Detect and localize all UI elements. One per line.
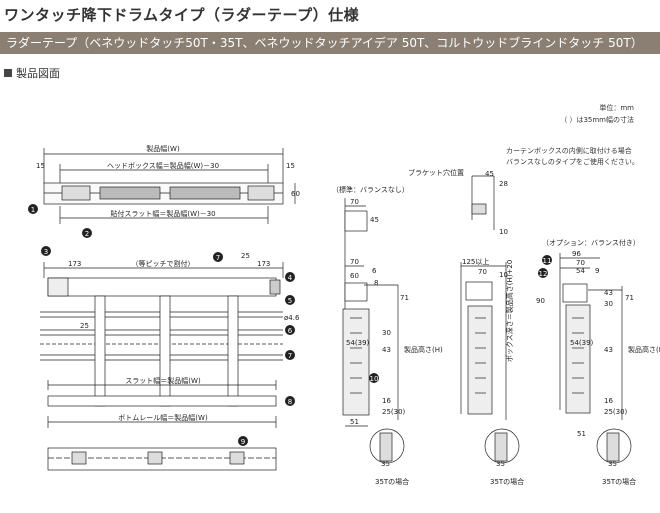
callout-8: 8 xyxy=(288,398,292,406)
square-bullet-icon xyxy=(4,69,12,77)
slat-attach-width-label: 貼付スラット幅＝製品幅(W)－30 xyxy=(110,209,215,218)
bkt-case-label: 35Tの場合 xyxy=(490,477,524,486)
bkt-dim-45: 45 xyxy=(485,170,494,178)
dim-15-left: 15 xyxy=(36,162,45,170)
slat-width-label: スラット幅＝製品幅(W) xyxy=(125,376,201,385)
std-dim-70b: 70 xyxy=(350,258,359,266)
callout-2: 2 xyxy=(85,230,89,238)
std-dim-6: 6 xyxy=(372,267,377,275)
section-label: 製品図面 xyxy=(16,67,60,80)
dim-15-right: 15 xyxy=(286,162,295,170)
bkt-dim-70: 70 xyxy=(478,268,487,276)
curtain-box-note: カーテンボックスの内側に取付ける場合 バランスなしのタイプをご使用ください。 xyxy=(506,146,639,168)
dim-173-left: 173 xyxy=(68,260,81,268)
dim-phi: ø4.6 xyxy=(284,314,300,322)
bkt-dim-10a: 10 xyxy=(499,228,508,236)
bkt-dim-28: 28 xyxy=(499,180,508,188)
unit-note-block: 単位：mm （ ）は35mm幅の寸法 xyxy=(560,102,634,126)
dim-60: 60 xyxy=(291,190,300,198)
bkt-dim-10b: 10 xyxy=(499,271,508,279)
val-dim-9: 9 xyxy=(595,267,599,275)
val-dim-35: 35 xyxy=(608,460,617,468)
val-height-label: 製品高さ(H) xyxy=(628,345,660,354)
dim-25-mid: 25 xyxy=(80,322,89,330)
std-dim-16: 16 xyxy=(382,397,391,405)
callout-7b: 7 xyxy=(288,352,292,360)
bkt-height-label: ボックス深さ＝製品高さ(H)+20 xyxy=(505,260,514,362)
section-heading: 製品図面 xyxy=(4,65,60,81)
std-dim-70a: 70 xyxy=(350,198,359,206)
val-dim-43a: 43 xyxy=(604,289,613,297)
bracket-label: ブラケット穴位置 xyxy=(408,168,464,177)
callout-markers: 1 2 3 4 5 6 7 7 8 9 10 11 12 xyxy=(28,204,552,446)
headbox-width-label: ヘッドボックス幅＝製品幅(W)－30 xyxy=(107,161,219,170)
val-dim-16: 16 xyxy=(604,397,613,405)
std-dim-60: 60 xyxy=(350,272,359,280)
val-dim-30: 30 xyxy=(604,300,613,308)
side-view-valance xyxy=(559,253,632,464)
callout-12: 12 xyxy=(539,270,548,278)
front-view xyxy=(40,148,296,471)
callout-3: 3 xyxy=(44,248,48,256)
callout-11: 11 xyxy=(543,257,552,265)
std-dim-25: 25(30) xyxy=(382,408,406,416)
std-height-label: 製品高さ(H) xyxy=(404,345,443,354)
val-dim-90: 90 xyxy=(536,297,545,305)
standard-label: （標準：バランスなし） xyxy=(332,185,409,194)
dim-25-top: 25 xyxy=(241,252,250,260)
val-dim-51: 51 xyxy=(577,430,586,438)
val-dim-25: 25(30) xyxy=(604,408,628,416)
callout-4: 4 xyxy=(288,274,293,282)
val-dim-54a: 54 xyxy=(576,267,585,275)
callout-9: 9 xyxy=(241,438,245,446)
valance-label: （オプション：バランス付き） xyxy=(542,238,640,247)
val-case-label: 35Tの場合 xyxy=(602,477,636,486)
std-dim-51: 51 xyxy=(350,418,359,426)
side-view-standard xyxy=(342,198,405,464)
bkt-dim-125: 125以上 xyxy=(462,257,489,266)
callout-1: 1 xyxy=(31,206,35,214)
std-dim-35: 35 xyxy=(381,460,390,468)
std-dim-54: 54(39) xyxy=(346,339,370,347)
bkt-dim-35: 35 xyxy=(496,460,505,468)
callout-7a: 7 xyxy=(216,254,220,262)
std-dim-43: 43 xyxy=(382,346,391,354)
curtain-note-line-2: バランスなしのタイプをご使用ください。 xyxy=(506,158,639,166)
std-dim-71: 71 xyxy=(400,294,409,302)
std-case-label: 35Tの場合 xyxy=(375,477,409,486)
bottom-rail-width-label: ボトムレール幅＝製品幅(W) xyxy=(118,413,208,422)
val-dim-70: 70 xyxy=(576,259,585,267)
std-dim-45: 45 xyxy=(370,216,379,224)
unit-note: 単位：mm xyxy=(599,104,634,112)
side-view-bracket xyxy=(460,175,520,464)
page-title: ワンタッチ降下ドラムタイプ（ラダーテープ）仕様 xyxy=(4,6,360,24)
val-dim-54b: 54(39) xyxy=(570,339,594,347)
val-dim-43b: 43 xyxy=(604,346,613,354)
product-subtitle-bar: ラダーテープ（ベネウッドタッチ50T・35T、ベネウッドタッチアイデア 50T、… xyxy=(0,32,660,54)
std-dim-30: 30 xyxy=(382,329,391,337)
paren-note: （ ）は35mm幅の寸法 xyxy=(560,116,634,124)
callout-6: 6 xyxy=(288,327,293,335)
equal-pitch-label: （等ピッチで割付） xyxy=(132,259,195,268)
std-dim-8: 8 xyxy=(374,279,378,287)
dim-173-right: 173 xyxy=(257,260,270,268)
val-dim-96: 96 xyxy=(572,250,581,258)
curtain-note-line-1: カーテンボックスの内側に取付ける場合 xyxy=(506,147,632,155)
callout-10: 10 xyxy=(370,375,379,383)
product-width-label: 製品幅(W) xyxy=(146,144,180,153)
val-dim-71: 71 xyxy=(625,294,634,302)
callout-5: 5 xyxy=(288,297,292,305)
